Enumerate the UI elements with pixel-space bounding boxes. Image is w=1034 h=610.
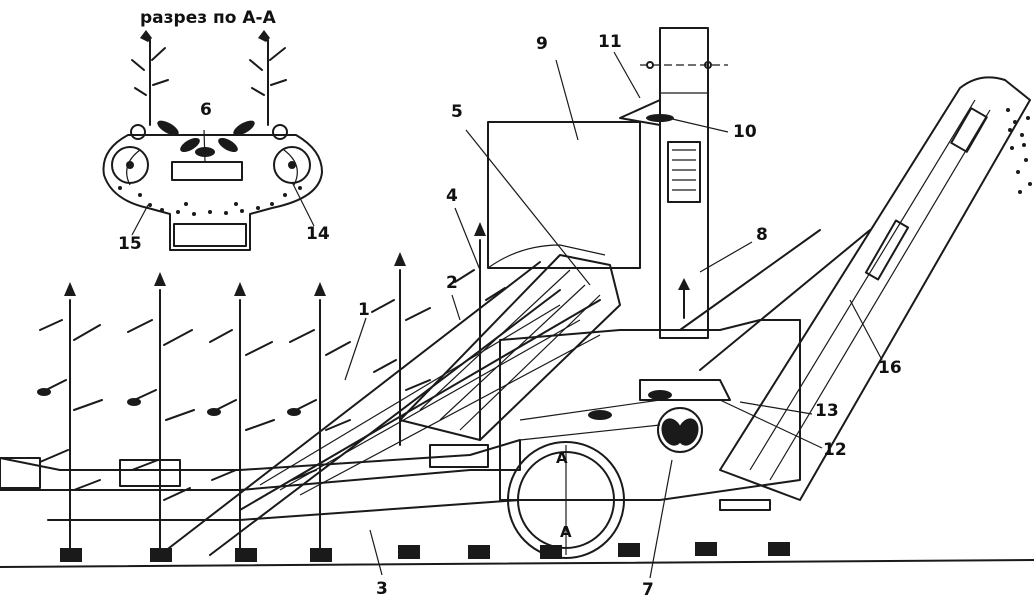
cross-section-a-a xyxy=(102,30,323,251)
callout-6: 6 xyxy=(200,100,212,120)
callout-10: 10 xyxy=(733,122,757,142)
corn-plants xyxy=(37,222,506,556)
elevator-8 xyxy=(619,27,728,339)
callout-3: 3 xyxy=(376,579,388,599)
callout-11: 11 xyxy=(598,32,622,52)
callout-12: 12 xyxy=(823,440,847,460)
callout-16: 16 xyxy=(878,358,902,378)
stubble xyxy=(60,542,790,562)
callout-1: 1 xyxy=(358,300,370,320)
feeder-conveyor xyxy=(399,254,621,441)
section-mark-a-top: А xyxy=(556,449,568,467)
callout-5: 5 xyxy=(451,102,463,122)
callout-14: 14 xyxy=(306,224,330,244)
bunker-9 xyxy=(487,121,641,269)
callout-2: 2 xyxy=(446,273,458,293)
callout-13: 13 xyxy=(815,401,839,421)
section-title: разрез по А-А xyxy=(140,8,276,28)
section-mark-a-bottom: А xyxy=(560,523,572,541)
header-frame xyxy=(0,261,601,556)
main-body xyxy=(499,319,801,559)
ground-line xyxy=(0,559,1034,568)
callout-7: 7 xyxy=(642,580,654,600)
callout-8: 8 xyxy=(756,225,768,245)
callout-15: 15 xyxy=(118,234,142,254)
callout-4: 4 xyxy=(446,186,458,206)
discharge-elevator-16 xyxy=(679,76,1032,501)
leader-lines xyxy=(131,51,883,579)
callout-9: 9 xyxy=(536,34,548,54)
